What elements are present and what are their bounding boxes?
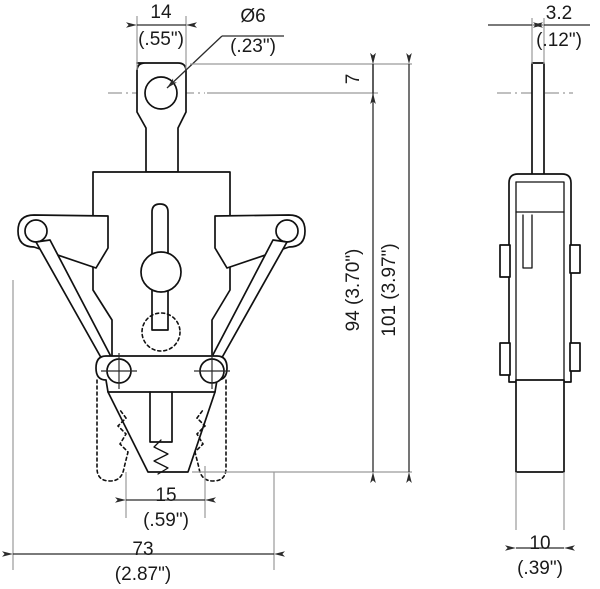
right-arm-hole	[275, 219, 299, 243]
center-plunger	[149, 391, 173, 443]
dim-overall-height: 101 (3.97")	[379, 53, 412, 483]
front-view	[17, 62, 306, 482]
dim-plate-thickness: 3.2 (.12")	[488, 3, 590, 64]
dim-body-height-metric: 94 (3.70")	[343, 249, 364, 332]
plunger-serration	[153, 439, 169, 475]
side-lug-upper-right	[569, 244, 581, 274]
center-boss	[140, 251, 182, 293]
dim-overall-height-metric: 101 (3.97")	[379, 243, 400, 336]
dim-jaw-opening-metric: 15	[155, 485, 176, 506]
dim-plate-thickness-metric: 3.2	[546, 3, 572, 24]
lower-jaw-v	[107, 391, 216, 473]
dim-body-height: 94 (3.70")	[343, 53, 376, 483]
side-internal-slot	[522, 214, 533, 269]
dim-plate-thickness-imperial: (.12")	[536, 30, 582, 51]
side-lug-upper-left	[499, 244, 511, 278]
mounting-hole	[144, 76, 178, 110]
dim-hole-diameter-metric: Ø6	[240, 6, 265, 27]
dim-hole-diameter-imperial: (.23")	[230, 36, 276, 57]
side-view	[497, 62, 581, 530]
side-lower-block	[515, 379, 565, 473]
dim-overall-width-metric: 73	[132, 539, 153, 560]
dim-leader	[166, 35, 223, 89]
left-arm-hole	[24, 219, 48, 243]
dim-overall-width: 73 (2.87")	[2, 280, 285, 585]
dim-hole-diameter: Ø6 (.23")	[166, 6, 284, 89]
left-hook-hidden	[96, 379, 129, 482]
side-lug-lower-right	[569, 342, 581, 372]
side-inner-panel	[515, 181, 565, 383]
hidden-bore	[141, 312, 181, 352]
dim-side-width: 10 (.39")	[505, 533, 575, 579]
dim-top-tab-width-metric: 14	[150, 2, 172, 23]
dim-hole-offset-metric: 7	[343, 74, 364, 85]
dim-side-width-imperial: (.39")	[517, 558, 563, 579]
dim-top-tab-width: 14 (.55")	[126, 2, 197, 70]
dim-top-tab-width-imperial: (.55")	[138, 29, 184, 50]
side-lug-lower-left	[499, 342, 511, 376]
dim-overall-width-imperial: (2.87")	[115, 564, 171, 585]
right-hook-hidden	[194, 379, 227, 482]
dim-side-width-metric: 10	[529, 533, 550, 554]
side-upper-plate	[531, 62, 545, 176]
side-body	[508, 173, 572, 383]
dim-jaw-opening: 15 (.59")	[115, 466, 216, 531]
dim-jaw-opening-imperial: (.59")	[143, 510, 189, 531]
